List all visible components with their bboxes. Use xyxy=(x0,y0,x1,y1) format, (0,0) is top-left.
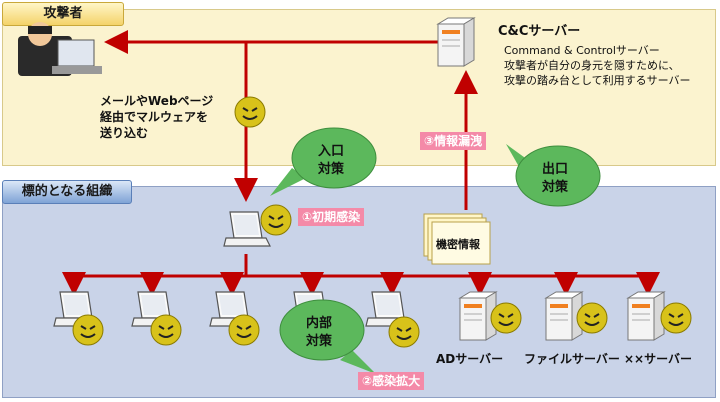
entrance-bubble xyxy=(270,127,377,196)
exit-bubble-line1: 出口 xyxy=(542,162,569,177)
info-leak-tag: ③情報漏洩 xyxy=(420,132,487,150)
attacker-label: 攻撃者 xyxy=(2,2,124,26)
malware-icon xyxy=(260,204,292,236)
malware-icon xyxy=(72,314,104,346)
malware-icon xyxy=(234,96,266,128)
organization-label: 標的となる組織 xyxy=(2,180,132,204)
mail-text-2: 経由でマルウェアを xyxy=(100,110,209,124)
exit-bubble xyxy=(506,144,601,207)
confidential-label: 機密情報 xyxy=(436,238,480,251)
document-icon xyxy=(423,213,491,265)
malware-icon xyxy=(576,302,608,334)
file-server-label: ファイルサーバー xyxy=(524,352,620,366)
cc-server-icon xyxy=(437,17,475,67)
malware-icon xyxy=(490,302,522,334)
mail-text-3: 送り込む xyxy=(100,126,149,140)
malware-icon xyxy=(228,314,260,346)
xx-server-icon xyxy=(627,291,665,341)
attacker-icon xyxy=(18,22,102,76)
exit-bubble-line2: 対策 xyxy=(542,180,569,195)
cc-server-title: C&Cサーバー xyxy=(498,24,581,39)
mail-text-1: メールやWebページ xyxy=(100,94,214,108)
cc-server-desc-1: Command & Controlサーバー xyxy=(504,44,660,57)
malware-icon xyxy=(388,316,420,348)
internal-bubble-line1: 内部 xyxy=(306,316,333,331)
malware-icon xyxy=(660,302,692,334)
malware-icon xyxy=(150,314,182,346)
spread-tag: ②感染拡大 xyxy=(358,372,425,390)
cc-server-desc-3: 攻撃の踏み台として利用するサーバー xyxy=(504,74,691,87)
internal-bubble-line2: 対策 xyxy=(306,334,333,349)
entrance-bubble-line2: 対策 xyxy=(318,162,345,177)
xx-server-label: ××サーバー xyxy=(624,352,692,366)
ad-server-icon xyxy=(459,291,497,341)
cc-server-desc-2: 攻撃者が自分の身元を隠すために、 xyxy=(504,59,680,72)
entrance-bubble-line1: 入口 xyxy=(318,144,345,159)
ad-server-label: ADサーバー xyxy=(436,352,504,366)
file-server-icon xyxy=(545,291,583,341)
internal-bubble xyxy=(279,299,376,374)
initial-infection-tag: ①初期感染 xyxy=(298,208,365,226)
